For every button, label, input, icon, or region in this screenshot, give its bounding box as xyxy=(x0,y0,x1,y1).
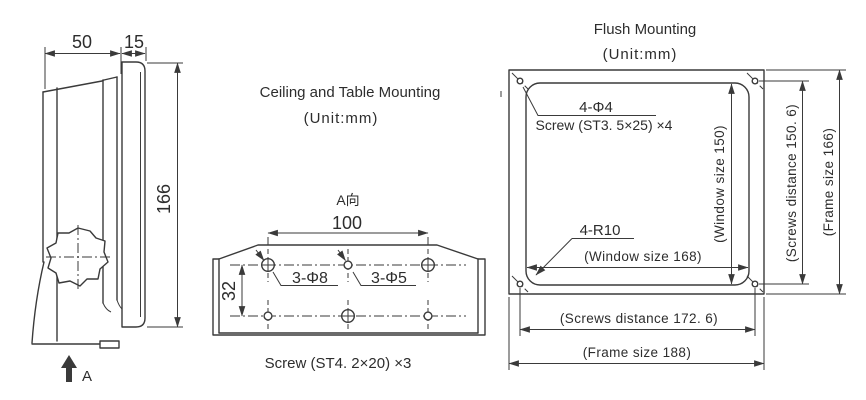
flush-corner-holes xyxy=(511,72,764,293)
ceiling-table-title: Ceiling and Table Mounting xyxy=(260,84,441,101)
bracket-holes xyxy=(261,258,436,324)
ceiling-table-screw-note: Screw (ST4. 2×20) ×3 xyxy=(265,355,412,372)
side-view: 50 15 xyxy=(31,32,183,385)
hole-top-middle-small xyxy=(343,260,353,270)
small-holes-callout: 3-Φ5 xyxy=(337,249,416,287)
small-holes-label: 3-Φ5 xyxy=(371,270,407,287)
frame-width-label: (Frame size 188) xyxy=(583,345,691,360)
screws-height-dim: (Screws distance 150. 6) xyxy=(759,80,809,285)
ceiling-table-unit: (Unit:mm) xyxy=(304,110,379,127)
corner-radius-label: 4-R10 xyxy=(580,222,621,239)
bracket-dim-32: 32 xyxy=(219,264,246,317)
hole-bottom-right-small xyxy=(423,311,433,321)
side-dim-166: 166 xyxy=(147,62,183,328)
side-dim-166-label: 166 xyxy=(154,184,174,214)
side-dim-50-label: 50 xyxy=(72,32,92,52)
corner-holes-label: 4-Φ4 xyxy=(579,99,613,116)
side-body-outline xyxy=(42,76,123,342)
frame-height-dim: (Frame size 166) xyxy=(766,69,846,295)
side-knob xyxy=(46,225,112,290)
view-direction-label: A xyxy=(82,368,92,385)
screw-hole-top-right xyxy=(751,77,759,85)
side-dim-15: 15 xyxy=(121,32,147,61)
view-ref-label: A向 xyxy=(336,192,359,208)
side-dim-15-label: 15 xyxy=(124,32,144,52)
corner-holes-callout: 4-Φ4 Screw (ST3. 5×25) ×4 xyxy=(522,86,673,133)
flush-view: Flush Mounting (Unit:mm) 4-Φ4 Screw (ST3… xyxy=(500,21,846,370)
flush-unit: (Unit:mm) xyxy=(603,46,678,63)
view-direction-arrow-icon xyxy=(61,355,77,382)
frame-width-dim: (Frame size 188) xyxy=(508,297,765,370)
large-holes-callout: 3-Φ8 xyxy=(255,249,338,287)
hole-bottom-left-small xyxy=(263,311,273,321)
ceiling-table-view: Ceiling and Table Mounting (Unit:mm) A向 … xyxy=(212,84,486,372)
screws-width-dim: (Screws distance 172. 6) xyxy=(519,288,756,336)
flush-frame xyxy=(508,69,765,295)
window-width-label: (Window size 168) xyxy=(584,249,702,264)
side-bezel xyxy=(121,61,146,328)
bracket-dim-32-label: 32 xyxy=(219,281,239,301)
screw-hole-top-left xyxy=(516,77,524,85)
screw-hole-bottom-right xyxy=(751,280,759,288)
bracket-dim-100: 100 xyxy=(267,213,429,256)
window-height-dim: (Window size 150) xyxy=(712,83,735,285)
screw-hole-bottom-left xyxy=(516,280,524,288)
flush-window-cutout xyxy=(525,82,750,286)
side-view-direction: A xyxy=(61,355,92,385)
bracket-dim-100-label: 100 xyxy=(332,213,362,233)
frame-height-label: (Frame size 166) xyxy=(821,128,836,236)
window-height-label: (Window size 150) xyxy=(712,125,727,243)
screws-width-label: (Screws distance 172. 6) xyxy=(560,311,718,326)
window-width-dim: (Window size 168) xyxy=(526,249,749,271)
flush-title: Flush Mounting xyxy=(594,21,697,38)
screws-height-label: (Screws distance 150. 6) xyxy=(784,104,799,262)
large-holes-label: 3-Φ8 xyxy=(292,270,328,287)
bracket-outline xyxy=(212,244,486,336)
side-bracket xyxy=(31,261,120,349)
side-dim-50: 50 xyxy=(44,32,122,89)
flush-screw-note: Screw (ST3. 5×25) ×4 xyxy=(536,117,673,133)
